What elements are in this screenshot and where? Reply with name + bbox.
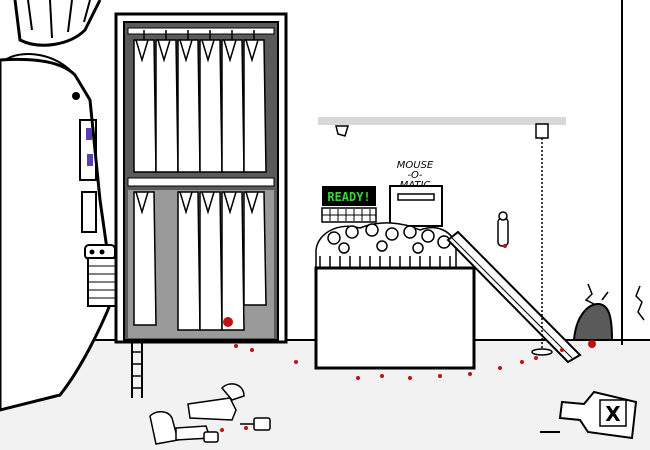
- slide-chute[interactable]: [446, 230, 582, 364]
- blood-trail: [220, 344, 564, 432]
- bottle-x-mark: X: [605, 402, 621, 426]
- wall-shelf: [318, 117, 566, 137]
- poison-bottle[interactable]: X: [540, 390, 638, 440]
- machine-label-line1: MOUSE: [397, 160, 434, 171]
- mouse-pile[interactable]: [315, 222, 457, 269]
- mouse-hole[interactable]: [572, 283, 614, 348]
- blood-splatter: [588, 340, 596, 348]
- machine-base[interactable]: [314, 266, 476, 370]
- hanging-suits-lower[interactable]: [133, 191, 267, 331]
- robot-arm-piece[interactable]: [149, 383, 245, 445]
- blood-splatter: [503, 244, 507, 248]
- lamp-pole[interactable]: [531, 123, 553, 356]
- costume-closet[interactable]: [114, 12, 288, 344]
- wall-crack: [635, 285, 645, 321]
- screwdriver-tool[interactable]: [203, 417, 271, 443]
- hanging-suits-upper[interactable]: [133, 39, 267, 173]
- robot-eye: [72, 92, 80, 100]
- ready-sign[interactable]: READY!: [321, 186, 377, 223]
- ready-sign-text: READY!: [327, 190, 370, 204]
- robot-indicator: [86, 128, 92, 140]
- robot-machine[interactable]: [0, 0, 116, 412]
- small-mouse-figure[interactable]: [497, 211, 509, 248]
- blood-splatter: [223, 317, 233, 327]
- robot-indicator: [87, 154, 93, 166]
- mouse-o-matic-hopper[interactable]: [389, 185, 443, 227]
- machine-label-line2: -O-: [407, 170, 422, 181]
